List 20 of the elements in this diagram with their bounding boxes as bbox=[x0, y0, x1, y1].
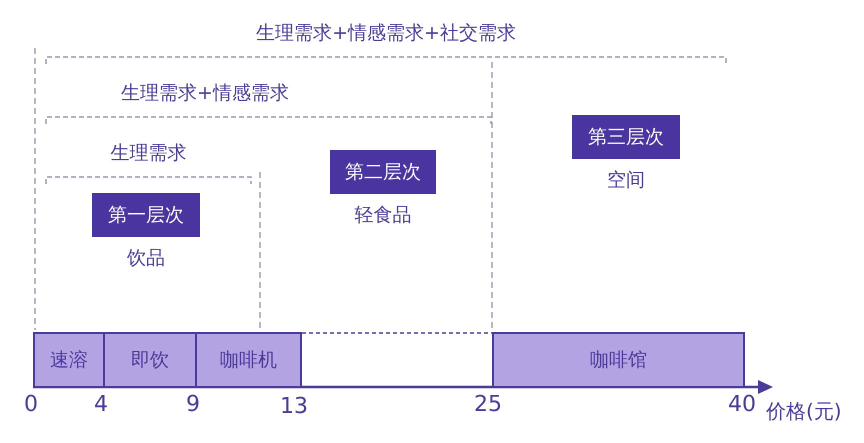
level-badge: 第二层次 bbox=[330, 150, 436, 194]
level-badge: 第三层次 bbox=[572, 115, 680, 159]
axis-title: 价格(元) bbox=[766, 398, 842, 425]
category-text: 空间 bbox=[606, 168, 646, 193]
level-badge: 第一层次 bbox=[92, 193, 200, 237]
tick-label: 4 bbox=[94, 392, 108, 417]
range-bar: 即饮 bbox=[103, 332, 197, 388]
heading: 生理需求+情感需求+社交需求 bbox=[255, 21, 517, 46]
category-text: 轻食品 bbox=[354, 203, 412, 228]
tick-label: 25 bbox=[474, 392, 502, 417]
tick-label: 0 bbox=[24, 392, 38, 417]
range-bar: 咖啡馆 bbox=[492, 332, 745, 388]
range-bar: 速溶 bbox=[33, 332, 105, 388]
heading: 生理需求 bbox=[110, 141, 188, 166]
category-text: 饮品 bbox=[126, 246, 166, 271]
tick-label: 13 bbox=[280, 394, 308, 419]
heading: 生理需求+情感需求 bbox=[120, 81, 290, 106]
range-bar: 咖啡机 bbox=[195, 332, 302, 388]
tick-label: 9 bbox=[186, 392, 200, 417]
tick-label: 40 bbox=[728, 392, 756, 417]
